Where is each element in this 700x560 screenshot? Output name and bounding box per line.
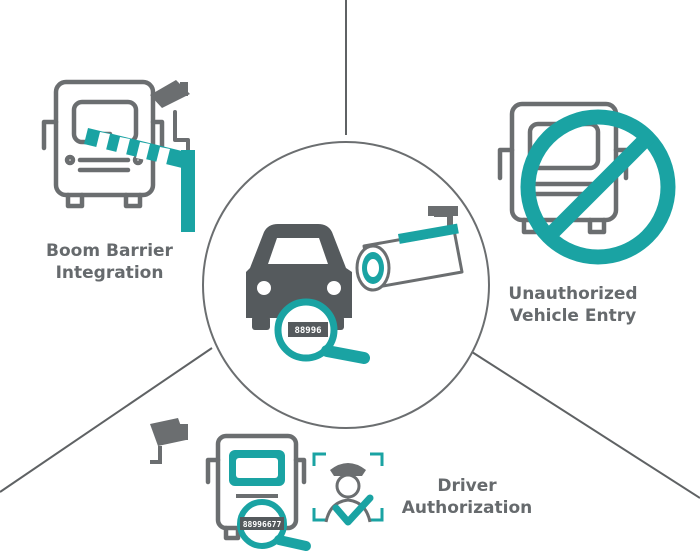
prohibited-sign (520, 109, 676, 265)
truck-prohibited-icon (497, 101, 676, 265)
truck-boom-barrier-icon (41, 79, 195, 232)
label-line: Unauthorized (508, 284, 638, 304)
bullet-camera-icon: ALLOT (355, 206, 464, 292)
label-unauthorized-vehicle-entry: Unauthorized Vehicle Entry (498, 283, 648, 327)
label-boom-barrier-integration: Boom Barrier Integration (22, 240, 197, 284)
section-dividers (0, 0, 700, 499)
driver-scan-icon (312, 452, 384, 526)
truck-driver-check-icon: 88996677 (150, 418, 384, 551)
magnifier-icon: 88996 (274, 298, 370, 364)
label-line: Driver (437, 476, 497, 496)
label-line: Boom Barrier (46, 241, 173, 261)
small-camera-icon (150, 418, 188, 464)
label-line: Vehicle Entry (509, 306, 637, 326)
driver-plate-text: 88996677 (243, 520, 282, 529)
label-line: Authorization (401, 498, 533, 518)
label-line: Integration (55, 263, 164, 283)
label-driver-authorization: Driver Authorization (392, 475, 542, 519)
plate-text: 88996 (294, 326, 321, 336)
boom-barrier (84, 128, 195, 232)
anpr-camera-car-icon: 88996 ALLOT (246, 206, 464, 364)
